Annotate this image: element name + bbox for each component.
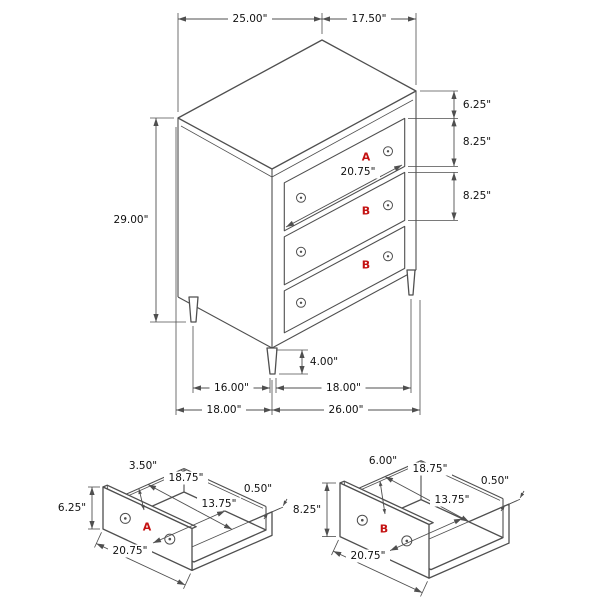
chest-right-leg — [406, 269, 416, 296]
dim-drawer-b-height-value: 8.25" — [463, 190, 491, 202]
chest-drawer-b-label: B — [362, 205, 370, 218]
drawer-b-detail-label: B — [380, 523, 388, 536]
dim-a-inner-width: 18.75" — [147, 471, 233, 530]
dim-a-inner-width-value: 18.75" — [169, 472, 204, 484]
dim-b-inner-depth-value: 13.75" — [435, 494, 470, 506]
dim-b-wall-thickness-value: 0.50" — [481, 475, 509, 487]
chest-drawer-b-front — [283, 171, 406, 286]
dim-b-side-height: 6.00" — [369, 455, 397, 515]
chest-drawer-a-label: A — [362, 151, 371, 164]
dim-b-inner-width-value: 18.75" — [413, 463, 448, 475]
dim-overall-footprint: 18.00" 26.00" — [175, 127, 421, 417]
dim-a-side-height: 3.50" — [129, 460, 157, 511]
chest-drawer-c-front — [283, 225, 406, 334]
dim-b-inner-width: 18.75" — [384, 462, 470, 522]
dim-drawer-front-width-value: 20.75" — [341, 166, 376, 178]
dim-overall-width-value: 26.00" — [329, 404, 364, 416]
chest-top-surface — [177, 39, 417, 170]
dim-leg-spans: 16.00" 18.00" — [192, 299, 412, 395]
dim-leg-span-depth-value: 16.00" — [214, 382, 249, 394]
dim-b-side-height-value: 6.00" — [369, 455, 397, 467]
dim-a-inner-depth-value: 13.75" — [202, 498, 237, 510]
dim-top-width-value: 25.00" — [233, 13, 268, 25]
chest-isometric-view: A B B 25.00" 17.50" 29.00" — [109, 12, 491, 417]
dim-leg-height-value: 4.00" — [310, 356, 338, 368]
dim-a-front-height: 6.25" — [58, 486, 100, 530]
dim-drawer-front-width: 20.75" — [285, 164, 403, 228]
dim-b-outer-width-value: 20.75" — [351, 550, 386, 562]
dim-overall-depth-value: 18.00" — [207, 404, 242, 416]
dim-drawer-a-height-value: 8.25" — [463, 136, 491, 148]
dim-a-wall-thickness: 0.50" — [244, 483, 288, 520]
drawer-a-detail-view: A 3.50" 18.75" 0.50" 13.75" 6.25" — [58, 460, 288, 589]
drawer-b-detail-view: B 6.00" 18.75" 0.50" 13.75" 8.25" — [293, 455, 525, 597]
chest-drawer-a-front — [283, 117, 406, 232]
dim-a-front-height-value: 6.25" — [58, 502, 86, 514]
drawer-a-detail-label: A — [143, 521, 152, 534]
dim-top-width-depth: 25.00" 17.50" — [177, 12, 417, 112]
chest-drawer-c-label: B — [362, 259, 370, 272]
dim-b-inner-depth: 13.75" — [389, 493, 474, 552]
dim-a-outer-width: 20.75" — [94, 532, 191, 589]
dim-b-front-height-value: 8.25" — [293, 504, 321, 516]
dim-overall-height: 29.00" — [109, 117, 186, 323]
dim-overall-height-value: 29.00" — [114, 214, 149, 226]
dim-leg-span-width-value: 18.00" — [326, 382, 361, 394]
dim-a-inner-depth: 13.75" — [152, 497, 241, 544]
chest-front-leg — [266, 347, 278, 375]
chest-left-leg — [188, 296, 199, 323]
dim-top-depth-value: 17.50" — [352, 13, 387, 25]
dim-leg-height: 4.00" — [276, 349, 338, 375]
dim-top-to-drawer-value: 6.25" — [463, 99, 491, 111]
dim-right-side-heights: 6.25" 8.25" 8.25" — [408, 90, 491, 221]
dim-b-front-height: 8.25" — [293, 482, 336, 537]
dim-b-outer-width: 20.75" — [331, 539, 428, 597]
dim-a-wall-thickness-value: 0.50" — [244, 483, 272, 495]
dim-a-side-height-value: 3.50" — [129, 460, 157, 472]
dim-b-wall-thickness: 0.50" — [481, 475, 525, 512]
dim-a-outer-width-value: 20.75" — [113, 545, 148, 557]
